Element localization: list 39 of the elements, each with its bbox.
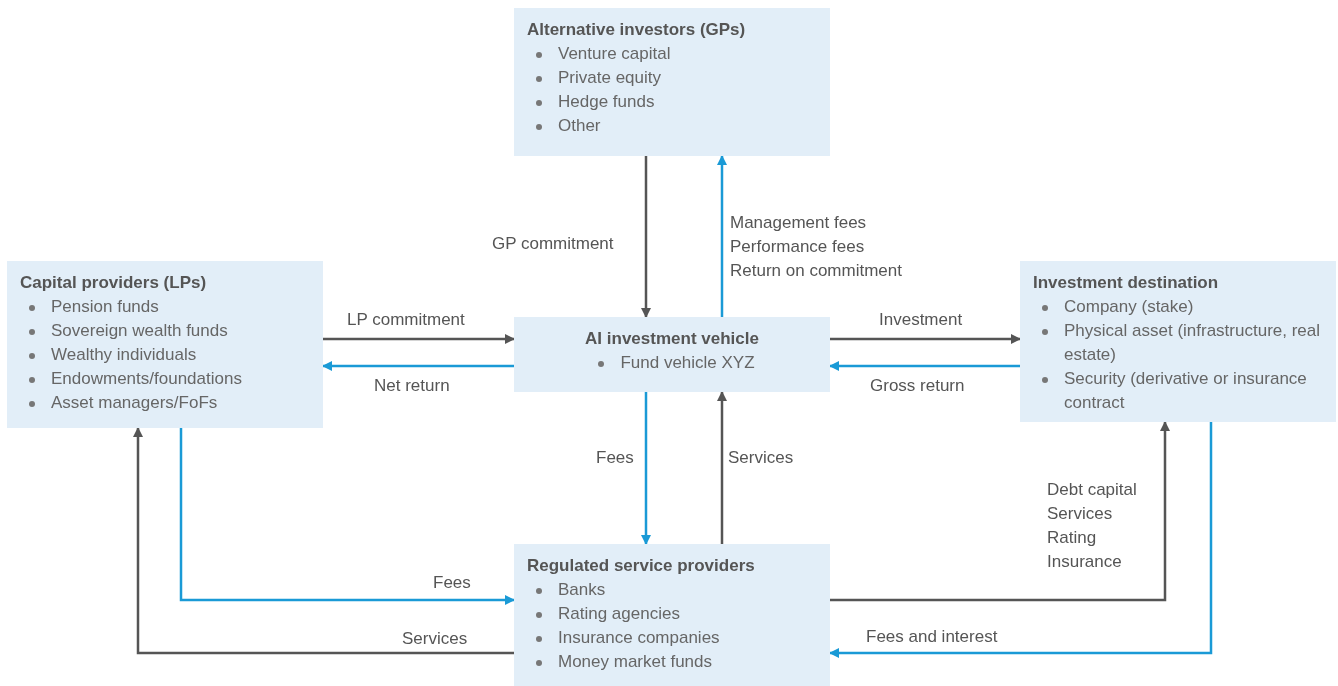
bullet-text: Wealthy individuals [51, 344, 197, 366]
bullet-text: Company (stake) [1064, 296, 1194, 318]
bullet-text: Asset managers/FoFs [51, 392, 218, 414]
arrow [641, 156, 651, 318]
bullet-text: Rating agencies [558, 603, 680, 625]
bullet-text: Pension funds [51, 296, 159, 318]
bullet-text: Hedge funds [558, 91, 655, 113]
arrow [829, 361, 1020, 371]
arrow [179, 428, 515, 605]
arrow [323, 334, 515, 344]
bullet-text: Venture capital [558, 43, 671, 65]
arrow [133, 427, 514, 655]
arrow [829, 422, 1213, 658]
bullet-text: Other [558, 115, 601, 137]
box-heading: Regulated service providers [527, 555, 755, 577]
entity-box [514, 8, 830, 156]
arrow [830, 421, 1170, 602]
entity-box [514, 317, 830, 392]
entity-box [7, 261, 323, 428]
bullet-text: Sovereign wealth funds [51, 320, 228, 342]
entity-box [514, 544, 830, 686]
bullet-text: Security (derivative or insurance contract [1064, 368, 1308, 414]
bullet-text: Endowments/foundations [51, 368, 242, 390]
arrow [717, 155, 727, 317]
bullet-text: Fund vehicle XYZ [620, 352, 755, 374]
arrow [322, 361, 514, 371]
arrow [830, 334, 1021, 344]
entity-box [1020, 261, 1336, 422]
arrow [641, 392, 651, 545]
bullet-text: Money market funds [558, 651, 712, 673]
box-heading: AI investment vehicle [585, 328, 759, 350]
bullet-text: Private equity [558, 67, 661, 89]
bullet-text: Physical asset (infrastructure, real estate) [1064, 320, 1322, 366]
box-heading: Investment destination [1033, 272, 1219, 294]
bullet-text: Banks [558, 579, 606, 601]
arrow [717, 391, 727, 544]
bullet-text: Insurance companies [558, 627, 720, 649]
box-heading: Alternative investors (GPs) [527, 19, 746, 41]
box-heading: Capital providers (LPs) [20, 272, 207, 294]
